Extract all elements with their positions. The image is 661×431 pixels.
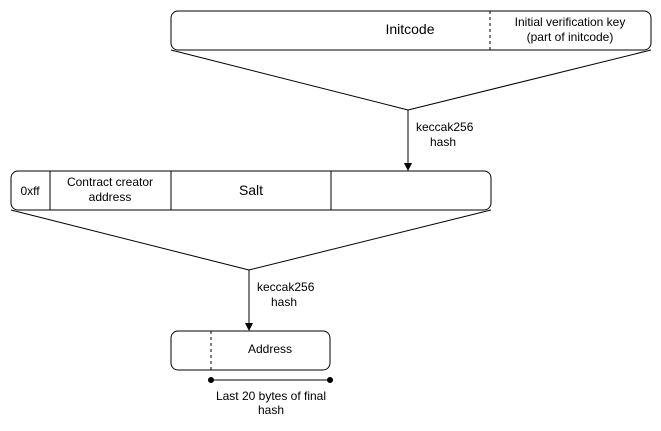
- prefix-0xff-label: 0xff: [20, 184, 40, 198]
- hash-step-2-line1: keccak256: [257, 280, 315, 294]
- last-20-bytes-span: [208, 377, 333, 383]
- hash-step-2-line2: hash: [271, 295, 297, 309]
- creator-address-label-line1: Contract creator: [67, 175, 153, 189]
- initcode-label: Initcode: [385, 21, 434, 37]
- hash-input-box: 0xff Contract creator address Salt: [10, 170, 492, 211]
- span-end-dot: [327, 377, 333, 383]
- span-annotation-line1: Last 20 bytes of final: [216, 389, 326, 403]
- verification-key-label-line2: (part of initcode): [527, 30, 614, 44]
- span-start-dot: [208, 377, 214, 383]
- verification-key-label-line1: Initial verification key: [515, 15, 626, 29]
- address-box: Address: [170, 330, 331, 371]
- address-label: Address: [248, 342, 292, 356]
- hash-step-1-line2: hash: [430, 135, 456, 149]
- initcode-box: Initcode Initial verification key (part …: [170, 10, 652, 51]
- span-annotation-line2: hash: [258, 403, 284, 417]
- funnel-1: [170, 49, 652, 171]
- funnel-2: [10, 209, 492, 331]
- hash-step-1-line1: keccak256: [416, 120, 474, 134]
- salt-label: Salt: [239, 182, 263, 198]
- creator-address-label-line2: address: [89, 190, 132, 204]
